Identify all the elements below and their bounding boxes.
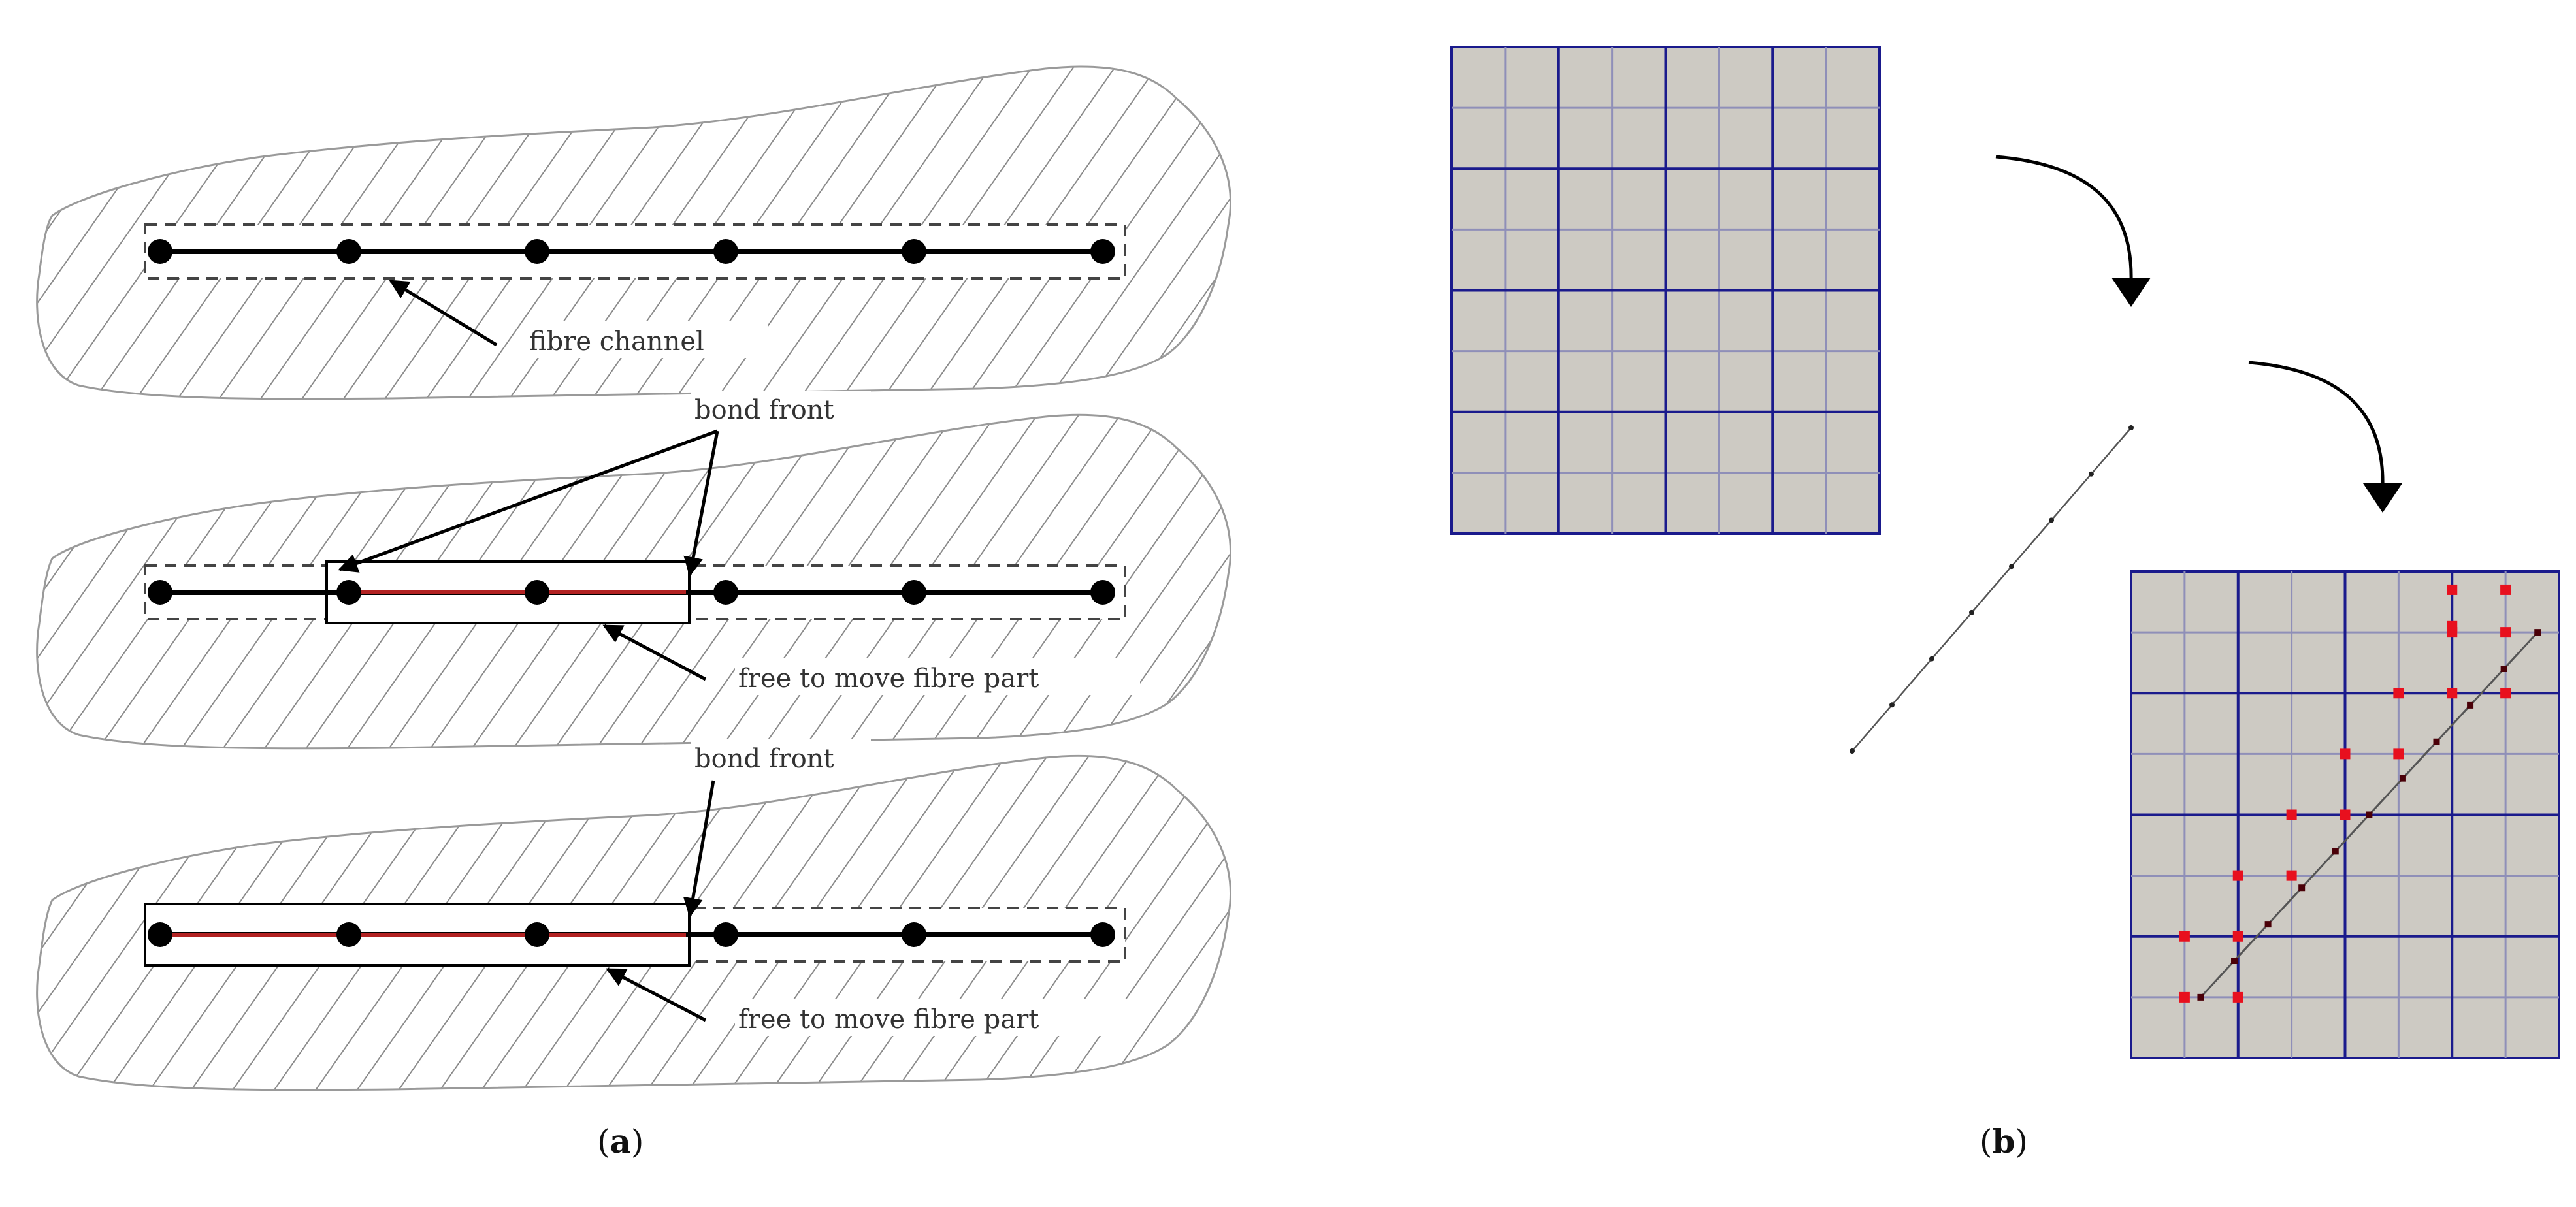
panel-b: (b): [1450, 46, 2560, 1161]
embedded-fibre-point: [2366, 811, 2373, 818]
embedded-fibre-point: [2500, 666, 2507, 672]
bond-front-label: bond front: [694, 744, 834, 774]
element-node-marker: [2340, 809, 2351, 820]
free-part-arrow: [602, 624, 707, 681]
fibre-segment-point: [1969, 609, 1974, 615]
element-node-marker: [2232, 991, 2243, 1003]
embedded-fibre-point: [2298, 884, 2306, 892]
element-node-marker: [2340, 748, 2351, 760]
fibre-segment-point: [1850, 748, 1855, 754]
bond-front-arrow-right: [683, 430, 719, 577]
element-node-marker: [2447, 620, 2458, 632]
fibre-node: [148, 239, 172, 264]
fibre-channel-arrow: [389, 279, 498, 347]
element-node-marker: [2179, 991, 2190, 1003]
embedded-fibre-point: [2399, 775, 2406, 782]
fibre-node: [1090, 239, 1115, 264]
embedded-fibre-point: [2264, 921, 2272, 928]
fibre-segment-point: [2049, 517, 2054, 523]
element-node-marker: [2447, 688, 2458, 699]
element-node-marker: [2500, 688, 2511, 699]
fibre-node: [713, 239, 738, 264]
panel-a-row-3: bond front free to move fibre part: [36, 739, 1231, 1091]
embedded-fibre-point: [2332, 848, 2339, 855]
mesh-coarse-top: [1450, 46, 1881, 535]
fibre-channel-label: fibre channel: [529, 327, 704, 357]
panel-b-caption: (b): [1980, 1122, 2028, 1161]
fibre-node: [1090, 580, 1115, 605]
fibre-node: [336, 580, 361, 605]
fibre-node: [713, 580, 738, 605]
fibre-node: [148, 922, 172, 947]
embedded-fibre-point: [2197, 993, 2204, 1001]
fibre-node: [713, 922, 738, 947]
bond-front-arrow: [683, 780, 715, 918]
embedded-fibre-point: [2433, 738, 2440, 745]
fibre-node: [148, 580, 172, 605]
fibre-node: [336, 922, 361, 947]
element-node-marker: [2500, 584, 2511, 595]
element-node-marker: [2500, 627, 2511, 638]
curved-arrow-top-head: [2111, 278, 2151, 307]
embedded-fibre-point: [2534, 629, 2541, 636]
fibre-node: [525, 580, 549, 605]
fibre-node: [902, 580, 926, 605]
fibre-nodes: [148, 239, 1115, 264]
fibre-node: [902, 922, 926, 947]
fibre-segment-point: [2089, 471, 2094, 477]
free-part-arrow: [606, 967, 707, 1022]
fibre-node: [525, 922, 549, 947]
fibre-node: [336, 239, 361, 264]
element-node-marker: [2393, 688, 2404, 699]
curved-arrow-bottom-head: [2363, 483, 2402, 513]
curved-arrow-bottom: [2248, 361, 2385, 487]
panel-a-row-1: fibre channel: [36, 65, 1231, 400]
element-node-marker: [2232, 870, 2243, 881]
fibre-node: [1090, 922, 1115, 947]
fibre-segment-point: [2128, 425, 2134, 430]
fibre-node: [525, 239, 549, 264]
embedded-fibre-point: [2231, 958, 2238, 964]
element-node-marker: [2447, 584, 2458, 595]
fibre-segment-line: [1851, 427, 2132, 752]
fibre-nodes: [148, 922, 1115, 947]
curved-arrow-top: [1995, 155, 2133, 282]
embedded-fibre-point: [2467, 701, 2474, 709]
free-part-label: free to move fibre part: [738, 1005, 1039, 1035]
element-node-marker: [2286, 870, 2297, 881]
bond-front-label: bond front: [694, 395, 834, 425]
element-node-marker: [2179, 931, 2190, 942]
bond-front-arrow-left: [338, 429, 718, 573]
fibre-nodes: [148, 580, 1115, 605]
element-node-marker: [2393, 748, 2404, 760]
element-node-marker: [2286, 809, 2297, 820]
element-node-marker: [2232, 931, 2243, 942]
fibre-segment-point: [1889, 702, 1895, 708]
fibre-segment-point: [1929, 656, 1934, 662]
panel-a: fibre channel bond front free to m: [36, 65, 1231, 1161]
fibre-node: [902, 239, 926, 264]
mesh-refined-bottom: [2130, 570, 2560, 1059]
panel-a-caption: (a): [597, 1122, 644, 1161]
fibre-segment-point: [2009, 564, 2014, 570]
fibre-segment: [1850, 425, 2134, 754]
panel-a-row-2: bond front free to move fibre part: [36, 391, 1231, 750]
free-part-label: free to move fibre part: [738, 664, 1039, 694]
